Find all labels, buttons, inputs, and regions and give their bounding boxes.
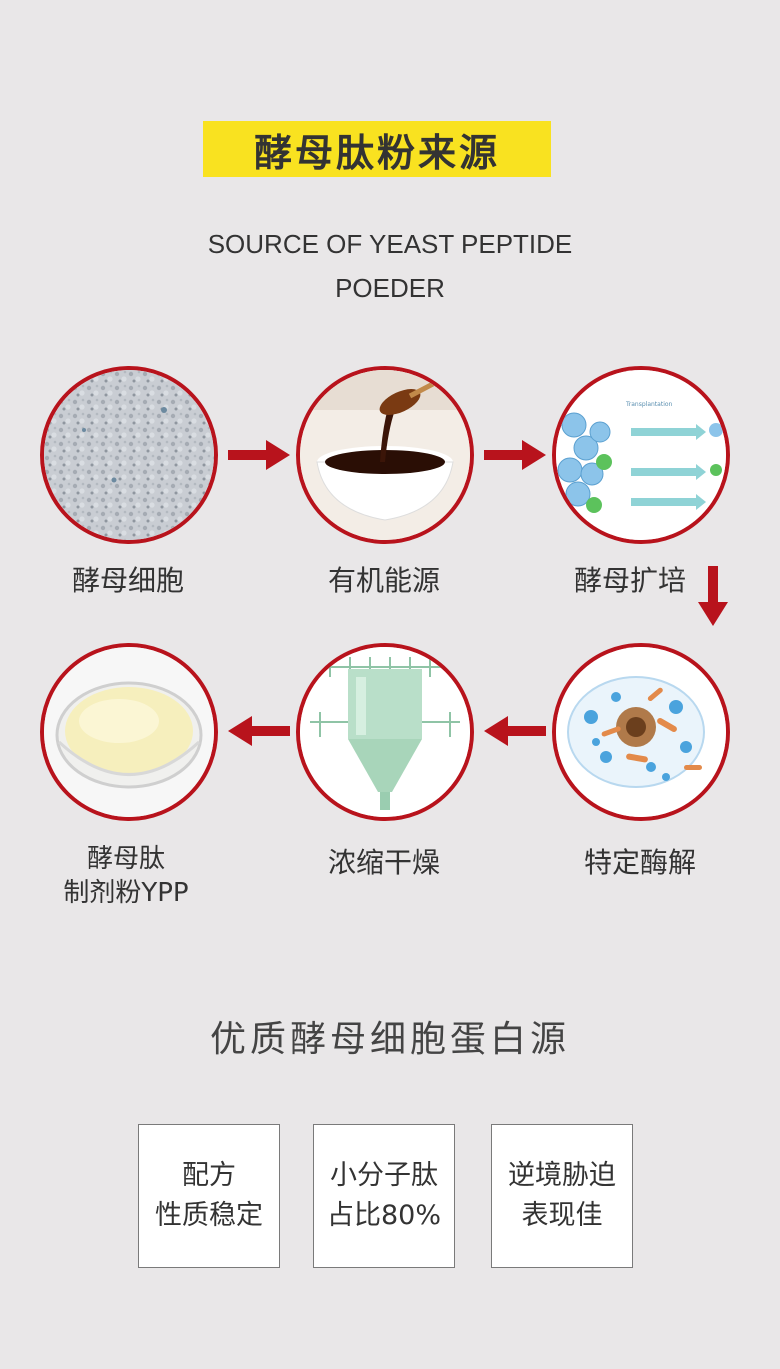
yeast-cells-image xyxy=(40,366,218,544)
feature-box-formula: 配方 性质稳定 xyxy=(138,1124,280,1268)
arrow-right-icon xyxy=(484,440,546,470)
page-subtitle: SOURCE OF YEAST PEPTIDE POEDER xyxy=(150,222,630,310)
arrow-down-icon xyxy=(698,566,728,626)
feature-line2: 占比80% xyxy=(326,1200,441,1231)
subtitle-line2: POEDER xyxy=(335,273,445,303)
petri-dish-powder-image xyxy=(40,643,218,821)
drying-tower-image xyxy=(296,643,474,821)
feature-line1: 小分子肽 xyxy=(330,1160,438,1191)
enzymolysis-image xyxy=(552,643,730,821)
step-label-yeast-propagation: 酵母扩培 xyxy=(573,564,686,597)
feature-line1: 逆境胁迫 xyxy=(508,1160,616,1191)
arrow-left-icon xyxy=(484,716,546,746)
feature-line2: 性质稳定 xyxy=(155,1200,263,1231)
title-banner: 酵母肽粉来源 xyxy=(203,121,551,177)
step-label-ypp: 酵母肽 制剂粉YPP xyxy=(26,842,226,910)
ypp-label-line1: 酵母肽 xyxy=(86,844,165,874)
step-label-enzymolysis: 特定酶解 xyxy=(583,846,696,879)
feature-box-small-peptide: 小分子肽 占比80% xyxy=(313,1124,455,1268)
transplantation-label: Transplantation xyxy=(625,401,673,408)
arrow-left-icon xyxy=(228,716,290,746)
feature-box-stress: 逆境胁迫 表现佳 xyxy=(491,1124,633,1268)
ypp-label-line2: 制剂粉YPP xyxy=(63,878,189,908)
yeast-propagation-image: Transplantation xyxy=(552,366,730,544)
step-label-drying: 浓缩干燥 xyxy=(327,846,440,879)
feature-line1: 配方 xyxy=(182,1160,236,1191)
molasses-image xyxy=(296,366,474,544)
feature-line2: 表现佳 xyxy=(521,1200,603,1231)
arrow-right-icon xyxy=(228,440,290,470)
subtitle-line1: SOURCE OF YEAST PEPTIDE xyxy=(207,229,573,259)
step-label-yeast-cells: 酵母细胞 xyxy=(71,564,184,597)
page-title: 酵母肽粉来源 xyxy=(253,130,500,175)
step-label-organic-energy: 有机能源 xyxy=(327,564,440,597)
features-heading: 优质酵母细胞蛋白源 xyxy=(209,1019,570,1060)
